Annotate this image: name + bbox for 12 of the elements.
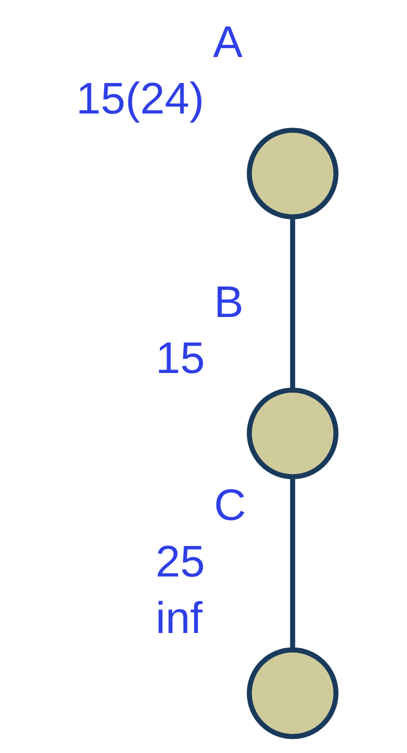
node-label: inf: [155, 594, 202, 643]
node-label: B: [214, 277, 244, 326]
node-circle: [246, 387, 338, 479]
node-label: C: [214, 480, 246, 530]
connector: [290, 476, 295, 650]
node-circle: [246, 646, 338, 739]
node-label: 25: [155, 537, 204, 586]
node-label: 15: [155, 334, 204, 383]
node-circle: [246, 127, 338, 219]
connector: [290, 216, 295, 390]
node-label: A: [212, 17, 242, 66]
node-label: 15(24): [76, 74, 204, 123]
